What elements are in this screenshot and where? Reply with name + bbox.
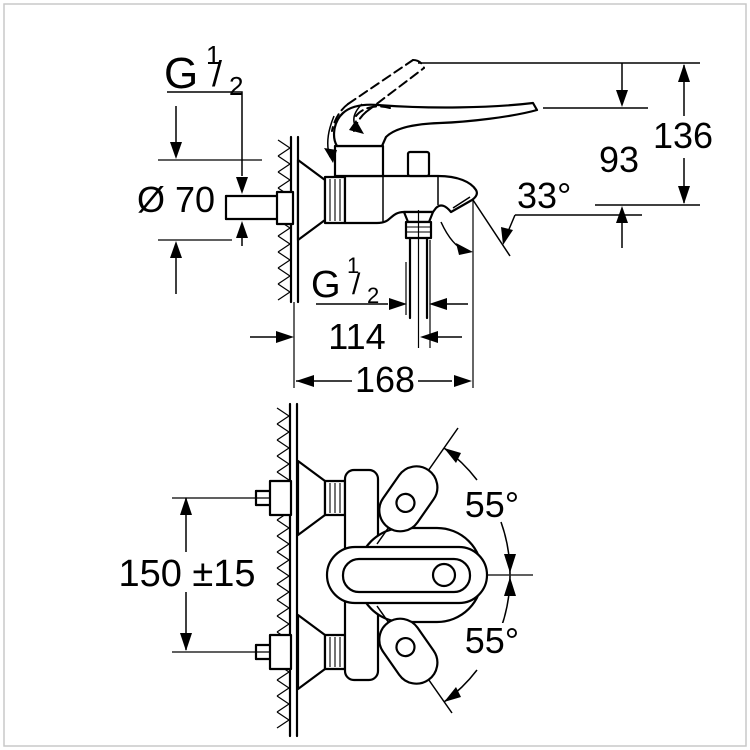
cartridge-collar [333,144,385,178]
dim-overall-projection: 168 [296,359,472,400]
lever-swing-arrows [324,103,364,163]
wall-plan [276,402,299,738]
supply-union-nub [275,190,295,226]
swing-upper-label: 55° [465,484,519,525]
lever-handle-side [332,101,539,148]
shower-thread-label: G [311,264,341,306]
lever-ghost-lower [378,617,439,685]
shower-outlet [402,210,435,348]
diverter-knob [406,150,431,178]
escutcheon-diameter-label: Ø 70 [137,179,215,220]
dim-wall-thread: G 1 / 2 [164,40,248,246]
lever-ghost-upper [378,465,439,533]
supply-connection-top [172,459,347,537]
svg-text:1: 1 [347,253,359,278]
union-nut-side [323,175,347,225]
spout-mouth [452,196,471,209]
lever-height-label: 93 [599,139,639,180]
svg-text:1: 1 [206,40,220,70]
dim-swing-upper: 55° [443,447,523,575]
spout-angle-label: 33° [517,175,571,216]
dim-spout-angle: 33° [440,175,642,388]
supply-pipe-side [224,190,295,226]
overall-projection-label: 168 [355,359,415,400]
dim-escutcheon-diameter: Ø 70 [137,106,262,294]
lever-end-detail [431,562,457,588]
dim-lever-height: 93 [599,63,639,248]
escutcheon-side [296,158,327,242]
escutcheon-plan [296,459,327,537]
wall-side [277,135,300,388]
swing-lower-label: 55° [465,620,519,661]
supply-union-nub [268,633,293,671]
svg-text:2: 2 [229,71,243,101]
dim-shower-axis-offset: 114 [250,316,462,357]
dim-overall-height: 136 [653,64,713,204]
faucet-body-side [343,174,478,225]
supply-union-nub [268,479,293,517]
svg-text:2: 2 [367,283,379,308]
plan-view: 55° 55° 150 ±15 [118,402,533,738]
supply-spacing-label: 150 ±15 [118,553,255,595]
svg-text:/: / [212,53,222,94]
lever-handle-plan [325,545,489,605]
escutcheon-plan [296,613,327,691]
svg-text:/: / [352,268,361,301]
body-outline [343,174,478,225]
wall-hatching [276,407,291,729]
lever-raised-dashed [331,59,425,132]
dim-supply-spacing: 150 ±15 [118,497,256,651]
wall-thread-label: G [164,49,198,98]
overall-height-label: 136 [653,115,713,156]
side-view: G 1 / 2 Ø 70 93 [137,40,713,400]
supply-connection-bottom [172,613,347,691]
shower-axis-offset-label: 114 [328,316,385,357]
page-border [3,3,747,747]
dim-swing-lower: 55° [443,575,523,703]
dim-shower-thread: G 1 / 2 [311,240,468,348]
